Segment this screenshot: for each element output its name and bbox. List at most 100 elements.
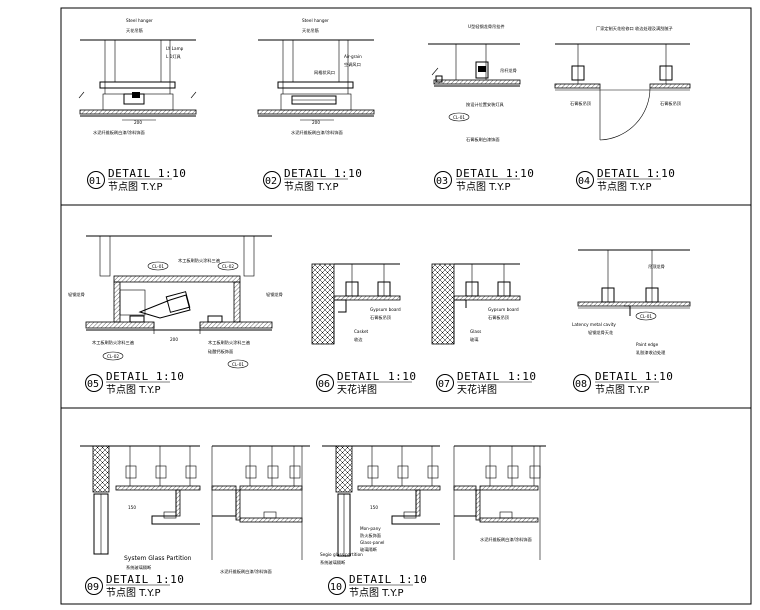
detail-10-note-br: 水泥纤维板刷白漆/涂料饰面 (480, 536, 532, 543)
detail-10-note-m1: Mon-pany (360, 526, 381, 531)
detail-10-marker (328, 577, 346, 595)
detail-04-note-right: 石膏板吊顶 (660, 100, 682, 107)
detail-06-title: DETAIL (337, 370, 380, 383)
detail-02-note-right-cn: 空调风口 (344, 61, 361, 68)
detail-07-marker (436, 374, 454, 392)
detail-05-drawing (85, 235, 273, 334)
detail-06-note-b1: Casket (354, 329, 369, 334)
detail-01-dim: 200 (134, 120, 142, 125)
detail-03-tag-label: CL-01 (453, 115, 465, 120)
detail-02-note-mid: 网格状风口 (314, 69, 335, 76)
detail-01-marker (87, 171, 105, 189)
detail-06-number: 06 (318, 379, 330, 390)
detail-10-subtitle: 节点图 T.Y.P (349, 587, 404, 599)
detail-01-note-right-cn: L 1灯具 (166, 53, 182, 60)
detail-08-note-r1: 吊顶龙骨 (648, 263, 665, 270)
detail-08-title: DETAIL 1:10 (595, 370, 673, 383)
detail-06-drawing (311, 263, 401, 345)
detail-02-number: 02 (265, 176, 277, 187)
detail-08-number: 08 (575, 379, 587, 390)
detail-06-subtitle: 天花详图 (337, 383, 377, 396)
detail-10-drawing (322, 445, 546, 560)
detail-08-note-l2: 轻钢龙骨天花 (588, 329, 613, 336)
detail-08-note-b1: Paint edge (636, 342, 659, 347)
detail-05-title: DETAIL 1:10 (106, 370, 184, 383)
detail-10-note-m3: Glass-panel (360, 540, 384, 545)
detail-05-tag-1-label: CL-01 (152, 264, 164, 269)
detail-01-title: DETAIL 1:10 (108, 167, 186, 180)
detail-03-note-top: U型轻钢龙骨吊挂件 (468, 23, 505, 30)
detail-10-title: DETAIL 1:10 (349, 573, 427, 586)
detail-07-subtitle: 天花详图 (457, 383, 497, 396)
detail-02-note-top: Steel hanger (302, 18, 329, 23)
detail-05-note-bl: 木工板刷防火涂料三遍 (92, 339, 135, 346)
detail-05-tag-4 (227, 359, 249, 369)
detail-04-drawing (554, 43, 691, 141)
detail-07-scale: 1:10 (508, 370, 537, 383)
detail-09-note-en: System Glass Partition (124, 555, 192, 562)
detail-07-note-r2: 石膏板吊顶 (488, 314, 510, 321)
detail-08-drawing (577, 249, 691, 316)
detail-03-drawing (428, 43, 521, 87)
detail-04-note-left: 石膏板吊顶 (570, 100, 592, 107)
detail-10-note-cn: 系统玻璃隔断 (320, 559, 346, 566)
detail-04-marker (576, 171, 594, 189)
detail-04-number: 04 (578, 176, 590, 187)
detail-05-tag-3 (102, 351, 124, 361)
detail-07-title: DETAIL (457, 370, 500, 383)
detail-09-drawing (80, 445, 310, 560)
detail-05-tag-2 (217, 261, 239, 271)
detail-06-marker (316, 374, 334, 392)
detail-02-dim: 200 (312, 120, 320, 125)
detail-04-title: DETAIL 1:10 (597, 167, 675, 180)
detail-05-note-top: 木工板刷防火涂料三遍 (178, 257, 221, 264)
detail-03-tag (448, 112, 470, 122)
detail-05-tag-1 (147, 261, 169, 271)
detail-06-note-r1: Gypsum board (370, 307, 401, 312)
detail-03-note-right: 吊杆龙骨 (500, 67, 517, 74)
detail-03-note-bottom: 石膏板刷白漆饰面 (466, 136, 500, 143)
detail-06-note-r2: 石膏板吊顶 (370, 314, 392, 321)
detail-03-subtitle: 节点图 T.Y.P (456, 181, 511, 193)
detail-10-note-m4: 玻璃隔断 (360, 546, 378, 553)
detail-05-note-left: 轻钢龙骨 (68, 291, 85, 298)
detail-09-marker (85, 577, 103, 595)
detail-10-number: 10 (330, 582, 342, 593)
detail-05-number: 05 (87, 379, 99, 390)
detail-03-marker (434, 171, 452, 189)
detail-04-subtitle: 节点图 T.Y.P (597, 181, 652, 193)
detail-08-note-b2: 乳胶漆收边处理 (636, 349, 666, 356)
detail-02-note-bottom: 水泥纤维板刷白漆/涂料饰面 (291, 129, 343, 136)
detail-09-note-br: 水泥纤维板刷白漆/涂料饰面 (220, 568, 272, 575)
detail-01-subtitle: 节点图 T.Y.P (108, 181, 163, 193)
detail-06-scale: 1:10 (388, 370, 417, 383)
detail-10-dim: 150 (370, 505, 378, 510)
detail-07-note-b1: Glass (470, 329, 481, 334)
detail-07-number: 07 (438, 379, 450, 390)
detail-03-title: DETAIL 1:10 (456, 167, 534, 180)
detail-09-note-cn: 系统玻璃隔断 (126, 564, 152, 571)
detail-01-note-top-cn: 天花吊筋 (126, 27, 143, 34)
detail-09-title: DETAIL 1:10 (106, 573, 184, 586)
sheet-border (60, 7, 752, 605)
detail-02-marker (263, 171, 281, 189)
detail-09-dim: 150 (128, 505, 136, 510)
detail-01-drawing (78, 39, 197, 121)
detail-09-subtitle: 节点图 T.Y.P (106, 587, 161, 599)
detail-03-number: 03 (436, 176, 448, 187)
detail-01-number: 01 (89, 176, 101, 187)
detail-02-drawing (257, 39, 375, 121)
detail-01-note-bottom: 水泥纤维板刷白漆/涂料饰面 (93, 129, 145, 136)
detail-08-subtitle: 节点图 T.Y.P (595, 384, 650, 396)
detail-05-dim: 200 (170, 337, 178, 342)
detail-10-note-en: Segio glass partition (320, 552, 363, 557)
detail-05-tag-3-label: CL-02 (107, 354, 119, 359)
detail-05-tag-4-label: CL-01 (232, 362, 244, 367)
detail-06-note-b2: 收边 (354, 336, 363, 343)
detail-10-note-m2: 防火板饰面 (360, 532, 381, 539)
detail-03-note-mid: 按设计位置安装灯具 (466, 101, 505, 108)
detail-02-subtitle: 节点图 T.Y.P (284, 181, 339, 193)
detail-02-note-top-cn: 天花吊筋 (302, 27, 319, 34)
detail-07-note-r1: Gypsum board (488, 307, 519, 312)
